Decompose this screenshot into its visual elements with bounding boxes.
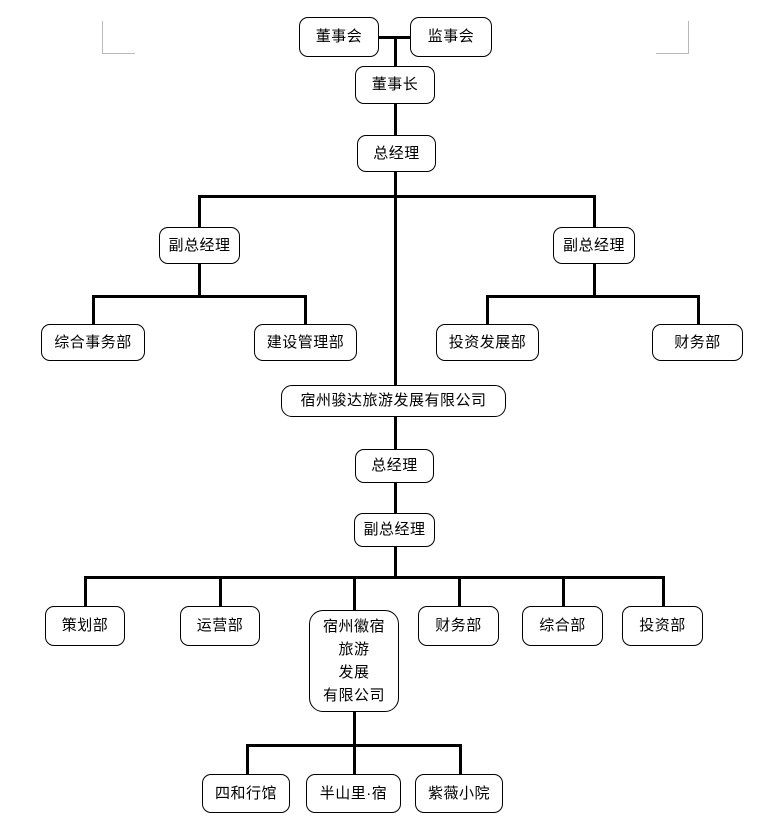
node-general-manager-top[interactable]: 总经理 — [357, 135, 436, 172]
node-chairman[interactable]: 董事长 — [355, 66, 435, 104]
node-dept-general[interactable]: 综合部 — [522, 606, 603, 646]
connector-dgm-right-drop — [593, 264, 596, 297]
connector-gm1-junda — [394, 172, 397, 385]
connector-to-dept-general — [562, 576, 565, 606]
node-dept-investment-development[interactable]: 投资发展部 — [436, 324, 539, 361]
connector-board-chairman — [394, 36, 397, 66]
connector-gm1-bus — [198, 195, 596, 198]
connector-junda-gm2 — [394, 417, 397, 449]
connector-to-banshanli — [353, 744, 356, 774]
connector-to-dept-operations — [219, 576, 222, 606]
node-board-of-directors[interactable]: 董事会 — [299, 17, 379, 57]
connector-to-dept-finance-2 — [458, 576, 461, 606]
node-deputy-general-manager-right[interactable]: 副总经理 — [553, 227, 635, 264]
connector-to-huisu — [353, 576, 356, 610]
connector-to-dept-planning — [84, 576, 87, 606]
node-dept-planning[interactable]: 策划部 — [45, 606, 125, 646]
node-property-sihe-xingguan[interactable]: 四和行馆 — [202, 774, 290, 813]
node-company-junda[interactable]: 宿州骏达旅游发展有限公司 — [281, 385, 506, 417]
node-property-banshanli-su[interactable]: 半山里·宿 — [306, 774, 401, 813]
connector-chairman-gm1 — [394, 104, 397, 135]
node-dept-general-affairs[interactable]: 综合事务部 — [41, 324, 145, 361]
connector-huisu-drop — [353, 712, 356, 746]
connector-to-sihe — [246, 744, 249, 774]
node-property-ziwei-xiaoyuan[interactable]: 紫薇小院 — [415, 774, 503, 813]
connector-dgm-left-drop — [198, 264, 201, 297]
connector-gm2-dgm2 — [394, 483, 397, 513]
node-dept-finance-lower[interactable]: 财务部 — [418, 606, 499, 646]
connector-bus-dgm-left — [198, 195, 201, 227]
connector-to-dept-general-affairs — [92, 295, 95, 325]
node-company-huisu[interactable]: 宿州徽宿 旅游 发展 有限公司 — [309, 610, 399, 712]
connector-dgm2-bus — [84, 576, 664, 579]
connector-dgm-left-bus — [92, 295, 307, 298]
connector-board-supervisors — [379, 36, 415, 39]
node-dept-operations[interactable]: 运营部 — [180, 606, 260, 646]
node-dept-investment[interactable]: 投资部 — [622, 606, 703, 646]
connector-bus-dgm-right — [593, 195, 596, 227]
connector-to-dept-investment — [662, 576, 665, 606]
node-deputy-general-manager-left[interactable]: 副总经理 — [159, 227, 240, 264]
node-dept-construction-management[interactable]: 建设管理部 — [254, 324, 357, 361]
connector-to-dept-finance-1 — [697, 295, 700, 325]
connector-dgm2-drop — [394, 547, 397, 578]
node-deputy-general-manager-junda[interactable]: 副总经理 — [354, 513, 435, 547]
node-dept-finance-upper[interactable]: 财务部 — [652, 324, 743, 361]
page-margin-mark-top-left — [102, 21, 135, 54]
connector-to-ziwei — [459, 744, 462, 774]
page-margin-mark-top-right — [656, 21, 689, 54]
node-general-manager-junda[interactable]: 总经理 — [355, 449, 434, 483]
node-board-of-supervisors[interactable]: 监事会 — [410, 17, 492, 57]
connector-to-dept-investment-dev — [486, 295, 489, 325]
connector-to-dept-construction — [304, 295, 307, 325]
connector-dgm-right-bus — [486, 295, 700, 298]
